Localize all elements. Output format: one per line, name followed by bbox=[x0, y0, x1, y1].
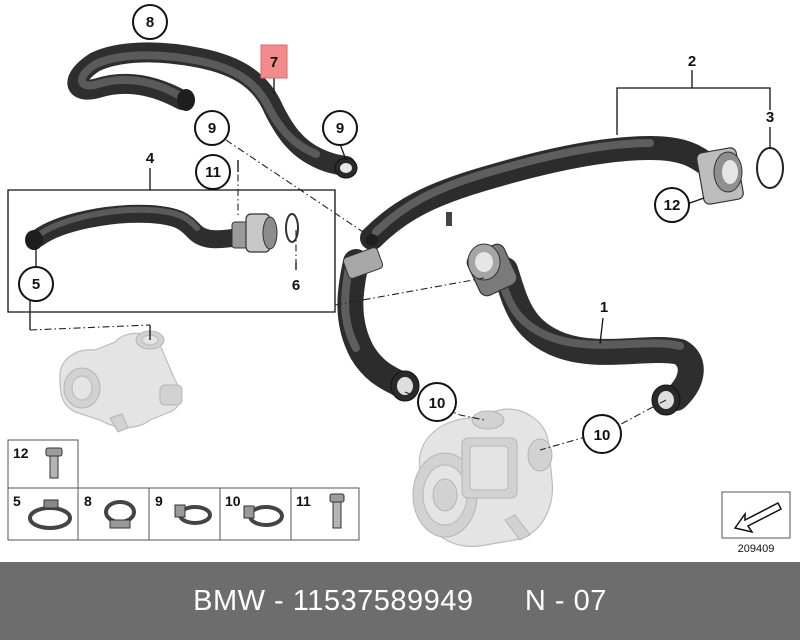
hose-1 bbox=[466, 243, 704, 416]
thermostat-housing-ghost bbox=[59, 330, 183, 433]
legend-item-12[interactable]: 12 bbox=[13, 445, 63, 479]
brand-label: BMW bbox=[193, 584, 266, 617]
water-pump-ghost bbox=[412, 408, 553, 548]
svg-text:11: 11 bbox=[205, 164, 221, 181]
callout-9-left[interactable]: 9 bbox=[194, 110, 230, 146]
callout-10-left[interactable]: 10 bbox=[417, 382, 457, 422]
legend-item-10[interactable]: 10 bbox=[225, 493, 284, 527]
svg-text:5: 5 bbox=[32, 276, 40, 293]
label-4[interactable]: 4 bbox=[146, 150, 155, 167]
legend: 12 5 8 9 bbox=[7, 439, 360, 541]
svg-text:9: 9 bbox=[336, 120, 344, 137]
hose-2 bbox=[337, 136, 744, 402]
svg-text:1: 1 bbox=[600, 299, 608, 316]
parts-diagram: 8 7 9 9 4 11 5 6 2 3 12 1 10 1 bbox=[7, 4, 791, 555]
group-box-4 bbox=[7, 189, 336, 313]
legend-item-5[interactable]: 5 bbox=[13, 493, 72, 530]
o-ring-3 bbox=[756, 147, 784, 189]
svg-text:10: 10 bbox=[225, 493, 241, 509]
hose-8 bbox=[67, 42, 358, 179]
label-3[interactable]: 3 bbox=[766, 109, 774, 126]
label-6[interactable]: 6 bbox=[292, 277, 300, 294]
clamp-icon bbox=[243, 505, 284, 527]
svg-text:9: 9 bbox=[155, 493, 163, 509]
part-number-caption: BMW - 11537589949 N - 07 bbox=[193, 584, 607, 617]
arrow-icon bbox=[733, 501, 783, 534]
svg-text:12: 12 bbox=[13, 445, 29, 461]
label-1[interactable]: 1 bbox=[600, 299, 608, 316]
legend-item-11[interactable]: 11 bbox=[296, 493, 345, 529]
callout-10-right[interactable]: 10 bbox=[582, 414, 622, 454]
svg-text:2: 2 bbox=[688, 53, 696, 70]
clamp-icon bbox=[174, 504, 212, 525]
svg-text:4: 4 bbox=[146, 150, 155, 167]
svg-text:6: 6 bbox=[292, 277, 300, 294]
footer-bar: BMW - 11537589949 N - 07 bbox=[0, 562, 800, 640]
callout-11[interactable]: 11 bbox=[195, 154, 231, 190]
callout-5[interactable]: 5 bbox=[18, 266, 54, 302]
svg-text:12: 12 bbox=[664, 197, 681, 214]
callout-12[interactable]: 12 bbox=[654, 187, 690, 223]
svg-text:8: 8 bbox=[84, 493, 92, 509]
part-position: N - 07 bbox=[473, 584, 607, 617]
callout-8[interactable]: 8 bbox=[132, 4, 168, 40]
label-2[interactable]: 2 bbox=[688, 53, 696, 70]
svg-text:209409: 209409 bbox=[738, 543, 775, 555]
svg-text:9: 9 bbox=[208, 120, 216, 137]
part-number: 11537589949 bbox=[292, 584, 474, 617]
callout-7-highlighted[interactable]: 7 bbox=[260, 44, 288, 79]
spring-clip-icon bbox=[104, 500, 136, 529]
svg-text:10: 10 bbox=[594, 427, 611, 444]
callout-9-right[interactable]: 9 bbox=[322, 110, 358, 146]
reference-box: 209409 bbox=[721, 491, 791, 555]
svg-text:8: 8 bbox=[146, 14, 154, 31]
hose-4 bbox=[25, 204, 299, 253]
bolt-icon bbox=[329, 493, 345, 529]
svg-text:7: 7 bbox=[270, 54, 278, 71]
svg-text:10: 10 bbox=[429, 395, 446, 412]
hose-clamp-icon bbox=[28, 499, 72, 530]
leader-lines bbox=[29, 78, 771, 345]
svg-text:3: 3 bbox=[766, 109, 774, 126]
group-bracket-2 bbox=[616, 87, 771, 135]
svg-text:5: 5 bbox=[13, 493, 21, 509]
legend-item-8[interactable]: 8 bbox=[84, 493, 136, 529]
bolt-icon bbox=[45, 447, 63, 479]
legend-item-9[interactable]: 9 bbox=[155, 493, 212, 525]
svg-text:11: 11 bbox=[296, 493, 311, 509]
